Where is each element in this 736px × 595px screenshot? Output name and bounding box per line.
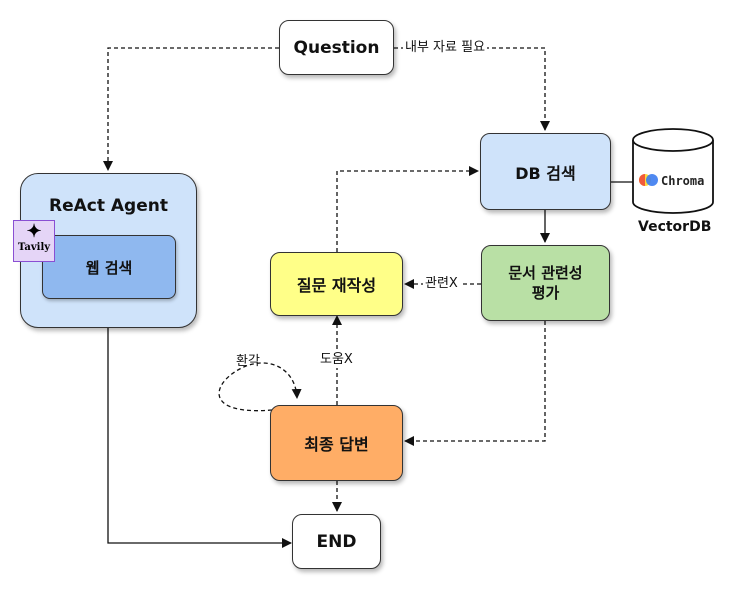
web-search-node[interactable]: 웹 검색	[42, 235, 176, 299]
chroma-label: Chroma	[661, 174, 704, 188]
db-search-node[interactable]: DB 검색	[480, 133, 611, 210]
edge-relevance-to-answer	[404, 321, 546, 446]
tavily-label: Tavily	[17, 242, 51, 253]
edge-question-to-db	[394, 47, 550, 131]
edge-hallucination-loop	[218, 362, 302, 412]
final-answer-node[interactable]: 최종 답변	[270, 405, 403, 481]
react-agent-label: ReAct Agent	[49, 196, 168, 216]
edge-question-to-agent	[103, 47, 279, 171]
vectordb-cylinder: Chroma	[632, 128, 714, 214]
not-helpful-label: 도움X	[318, 352, 355, 368]
query-rewrite-node[interactable]: 질문 재작성	[270, 252, 403, 316]
vectordb-caption: VectorDB	[638, 219, 712, 235]
end-node[interactable]: END	[292, 514, 381, 569]
chroma-logo-icon	[639, 174, 658, 186]
not-relevant-label: 관련X	[423, 276, 460, 292]
sparkle-icon: ✦	[26, 221, 42, 242]
question-node[interactable]: Question	[279, 20, 394, 75]
db-search-label: DB 검색	[515, 163, 576, 183]
edge-agent-to-end	[107, 328, 292, 548]
question-label: Question	[293, 37, 380, 58]
end-label: END	[316, 531, 357, 552]
web-search-label: 웹 검색	[85, 258, 133, 277]
query-rewrite-label: 질문 재작성	[296, 276, 377, 295]
needs-internal-label: 내부 자료 필요	[403, 40, 488, 56]
doc-relevance-node[interactable]: 문서 관련성 평가	[481, 245, 610, 321]
hallucination-label: 환각	[236, 354, 260, 369]
final-answer-label: 최종 답변	[304, 435, 369, 454]
doc-relevance-label: 문서 관련성 평가	[508, 264, 583, 302]
edge-rewrite-to-db	[336, 166, 479, 252]
tavily-badge: ✦ Tavily	[13, 220, 55, 262]
